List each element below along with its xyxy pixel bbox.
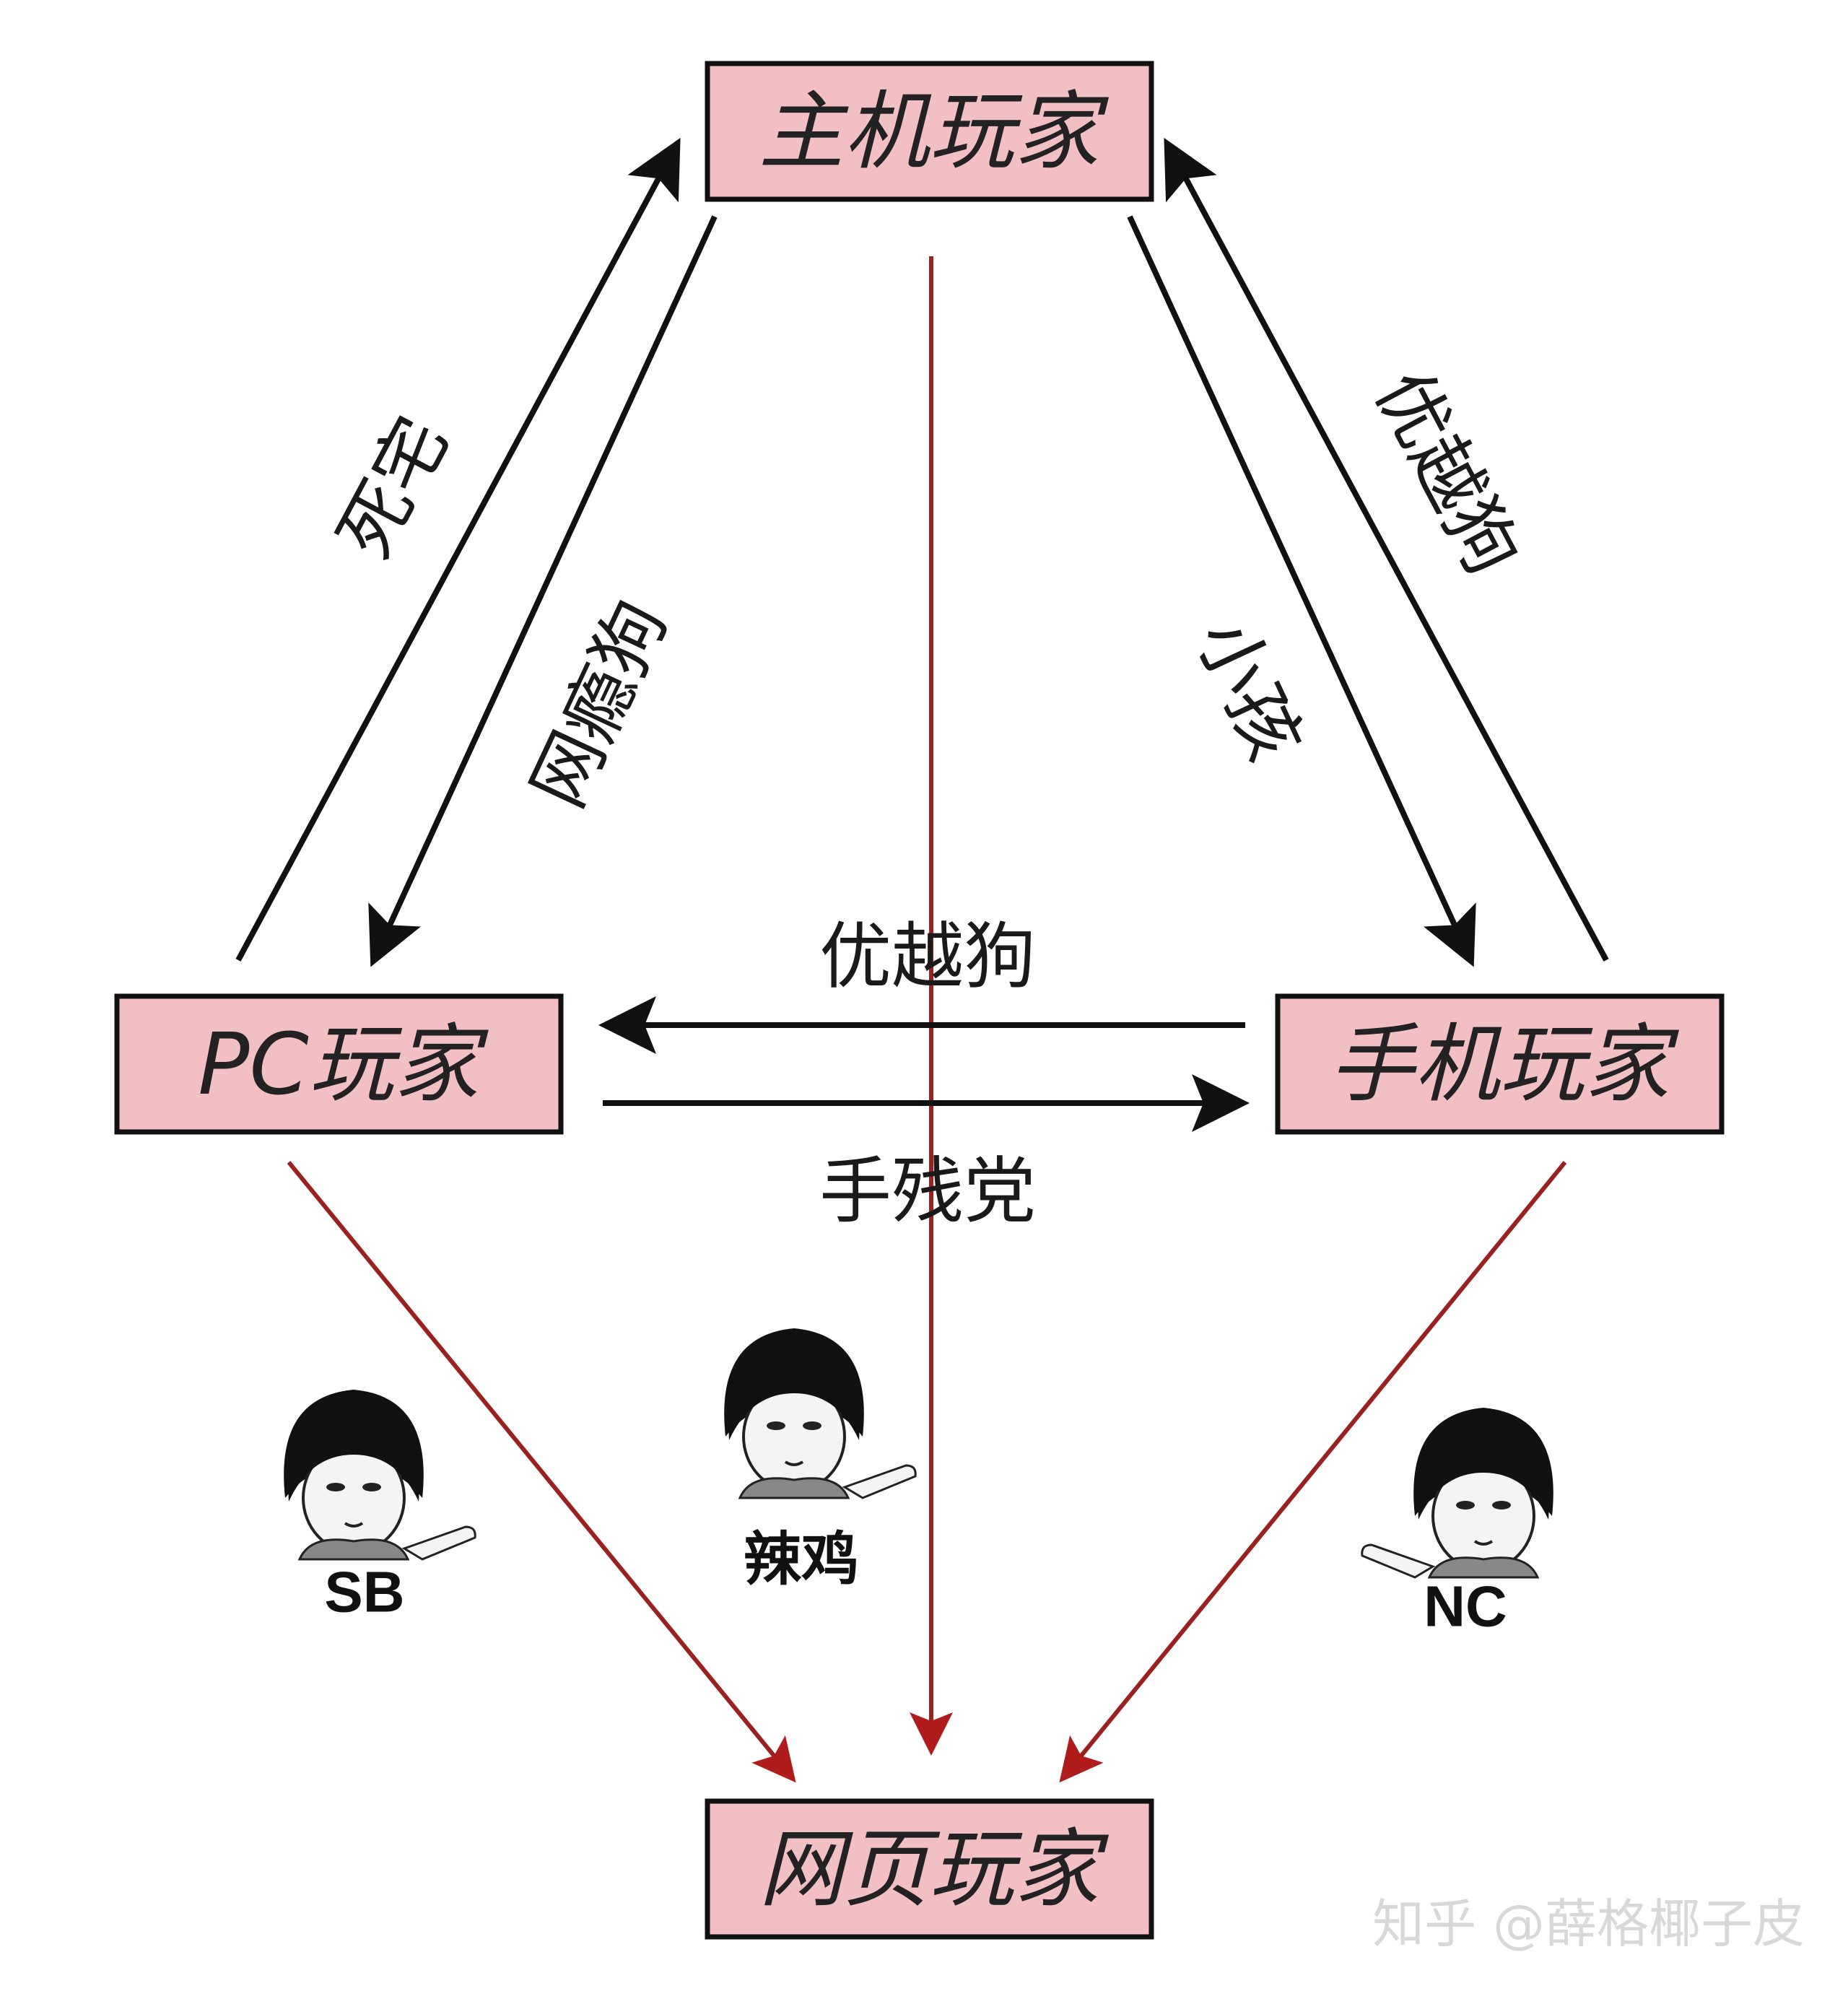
node-pc: PC玩家 [114,993,564,1135]
label-mobile-to-pc: 优越狗 [819,915,1036,999]
node-console: 主机玩家 [705,61,1154,202]
node-console-label: 主机玩家 [759,82,1110,181]
node-mobile-label: 手机玩家 [1329,1014,1680,1114]
node-web: 网页玩家 [705,1798,1154,1940]
meme-label-mobile: NC [1424,1574,1507,1639]
watermark: 知乎 @薛格椰子皮 [1372,1894,1805,1954]
node-mobile: 手机玩家 [1275,993,1725,1135]
meme-figure-mobile [1361,1408,1553,1579]
label-console-to-mobile: 小孩 [1180,606,1318,773]
node-web-label: 网页玩家 [759,1819,1110,1919]
meme-label-console: 辣鸡 [744,1528,859,1592]
arrow-console-to-mobile [1127,215,1476,967]
arrow-pc-to-console [235,137,681,962]
label-pc-to-console: 死宅 [322,404,464,571]
label-pc-to-mobile: 手残党 [819,1149,1036,1234]
arrow-mobile-to-web [1059,1161,1567,1783]
label-console-to-pc: 网瘾狗 [515,588,684,819]
meme-figure-console [724,1328,917,1499]
meme-label-pc: SB [324,1560,404,1624]
arrow-mobile-to-console [1164,137,1609,962]
meme-figure-pc [284,1390,476,1561]
arrow-console-to-pc [368,215,718,967]
arrow-pc-to-web [287,1161,796,1783]
node-pc-label: PC玩家 [198,1014,489,1114]
